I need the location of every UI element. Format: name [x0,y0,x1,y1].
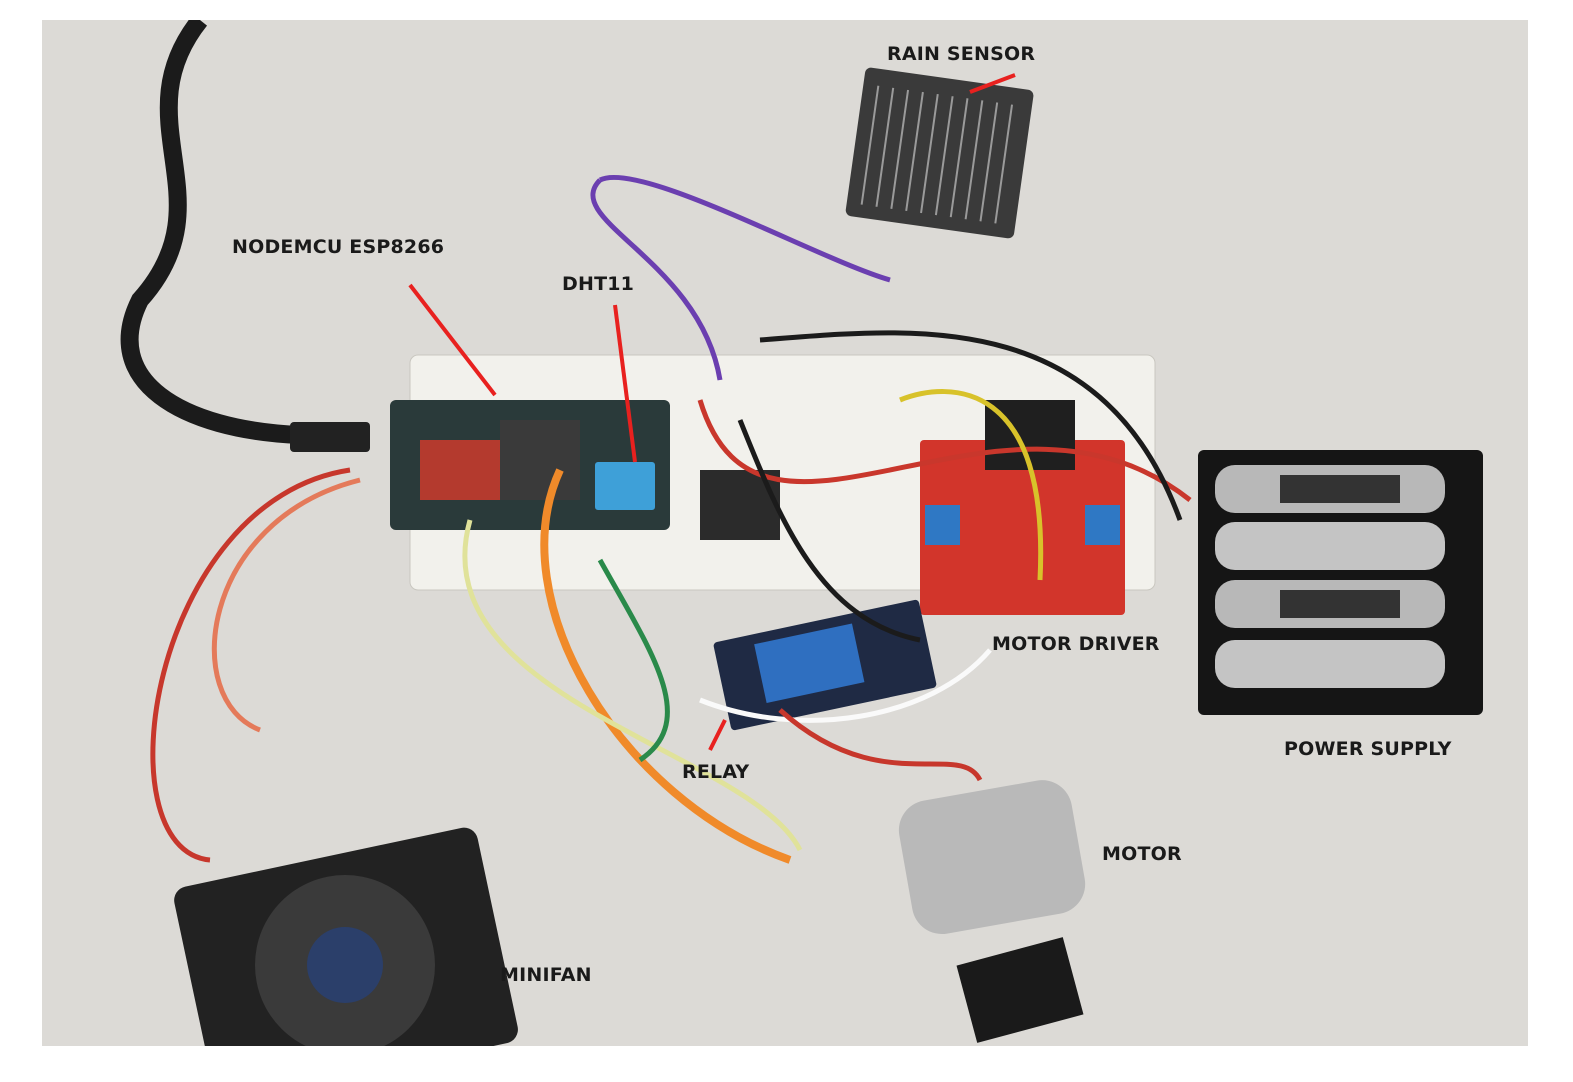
pointer-dht11 [613,304,637,463]
rain-sensor-board [845,67,1034,239]
label-motor-driver: MOTOR DRIVER [992,633,1160,655]
minifan [174,827,518,1046]
label-rain-sensor: RAIN SENSOR [887,43,1036,65]
pointer-rain [969,73,1016,94]
pointer-relay [708,719,727,751]
circuit-photo: RAIN SENSOR NODEMCU ESP8266 DHT11 MOTOR … [42,20,1528,1046]
circuit-illustration [120,20,1483,1046]
label-nodemcu: NODEMCU ESP8266 [232,236,445,258]
dht11-sensor [595,462,655,510]
label-minifan: MINIFAN [500,964,592,986]
motor-body [898,780,1086,935]
battery-holder [1198,450,1483,715]
motor-driver-board [920,440,1125,615]
label-power-supply: POWER SUPPLY [1284,738,1452,760]
usb-cable [120,20,301,444]
label-motor: MOTOR [1102,843,1182,865]
pointer-nodemcu [408,283,497,397]
label-relay: RELAY [682,761,750,783]
usb-connector [290,422,370,452]
relay-module [713,599,937,731]
label-dht11: DHT11 [562,273,635,295]
